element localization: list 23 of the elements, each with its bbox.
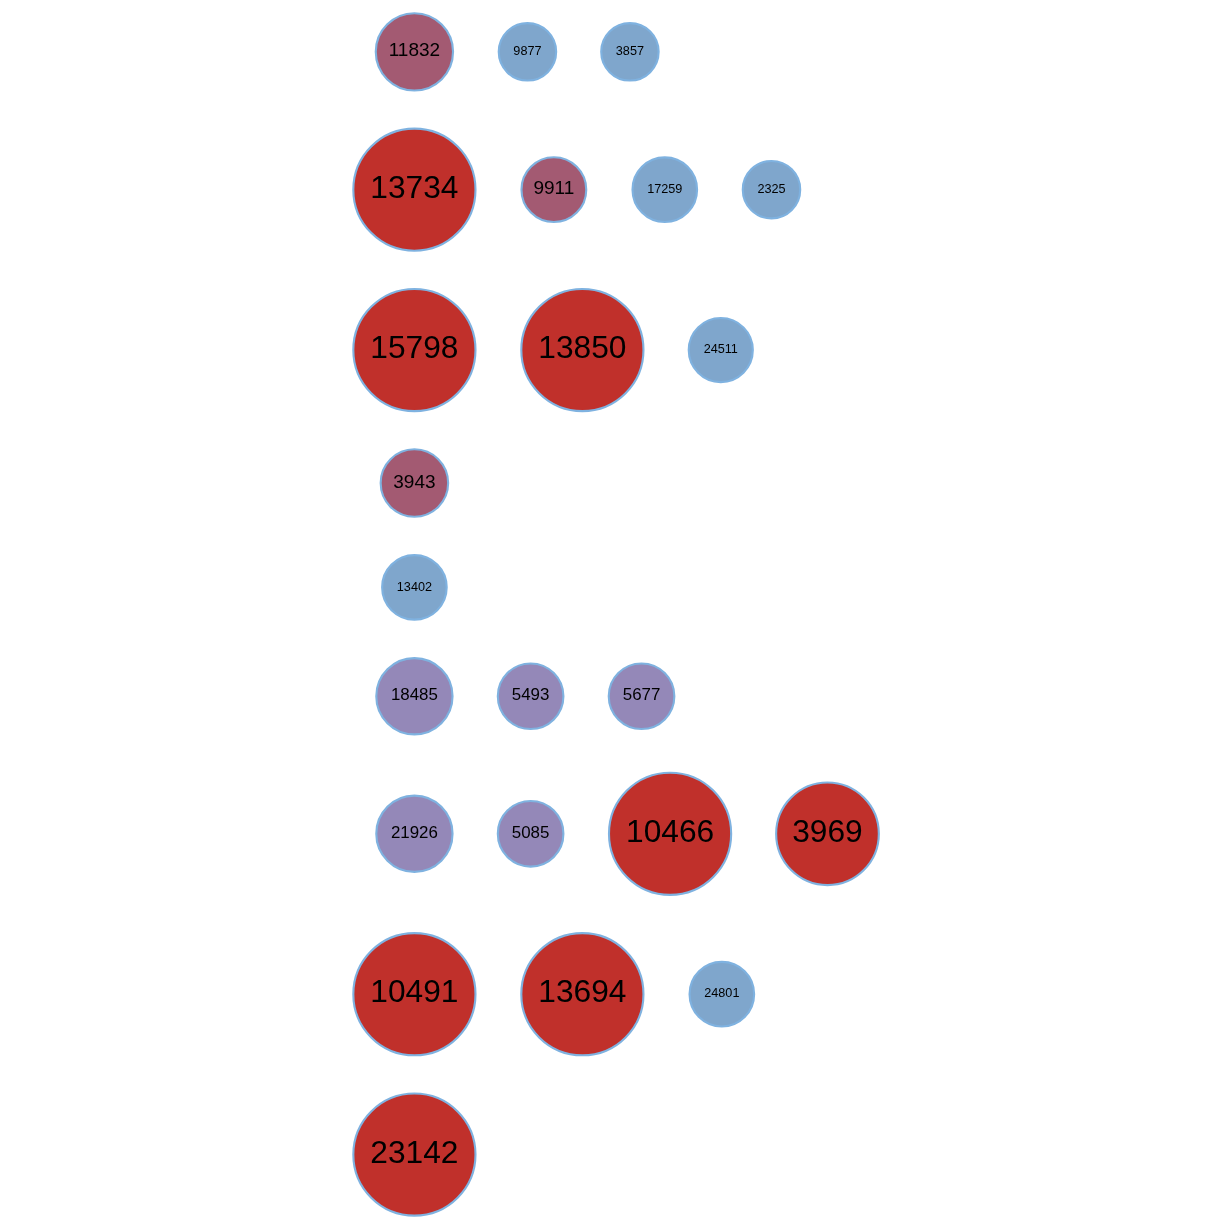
node-circle: 15798 bbox=[352, 287, 477, 413]
node-circle: 5493 bbox=[496, 662, 565, 731]
node-circle: 3857 bbox=[600, 22, 660, 82]
node-circle: 9911 bbox=[520, 156, 588, 224]
node-circle: 3969 bbox=[775, 781, 880, 887]
node-circle: 5677 bbox=[607, 662, 676, 731]
node-circle: 2325 bbox=[741, 159, 802, 220]
node-circle: 3943 bbox=[379, 448, 450, 518]
node-circle: 13850 bbox=[520, 287, 645, 413]
node-circle: 13402 bbox=[381, 554, 448, 621]
node-circle: 10466 bbox=[607, 771, 733, 896]
node-circle: 23142 bbox=[352, 1092, 477, 1217]
node-circle: 21926 bbox=[375, 794, 454, 873]
node-circle: 11832 bbox=[374, 12, 455, 92]
node-circle: 10491 bbox=[352, 932, 477, 1057]
node-circle: 24511 bbox=[687, 316, 754, 384]
node-circle: 13734 bbox=[352, 127, 477, 252]
node-circle: 18485 bbox=[375, 657, 454, 736]
node-circle: 5085 bbox=[496, 799, 565, 868]
node-circle: 13694 bbox=[520, 932, 645, 1057]
node-circle: 17259 bbox=[631, 156, 699, 223]
node-circle: 9877 bbox=[497, 22, 558, 82]
node-circle: 24801 bbox=[688, 960, 756, 1028]
